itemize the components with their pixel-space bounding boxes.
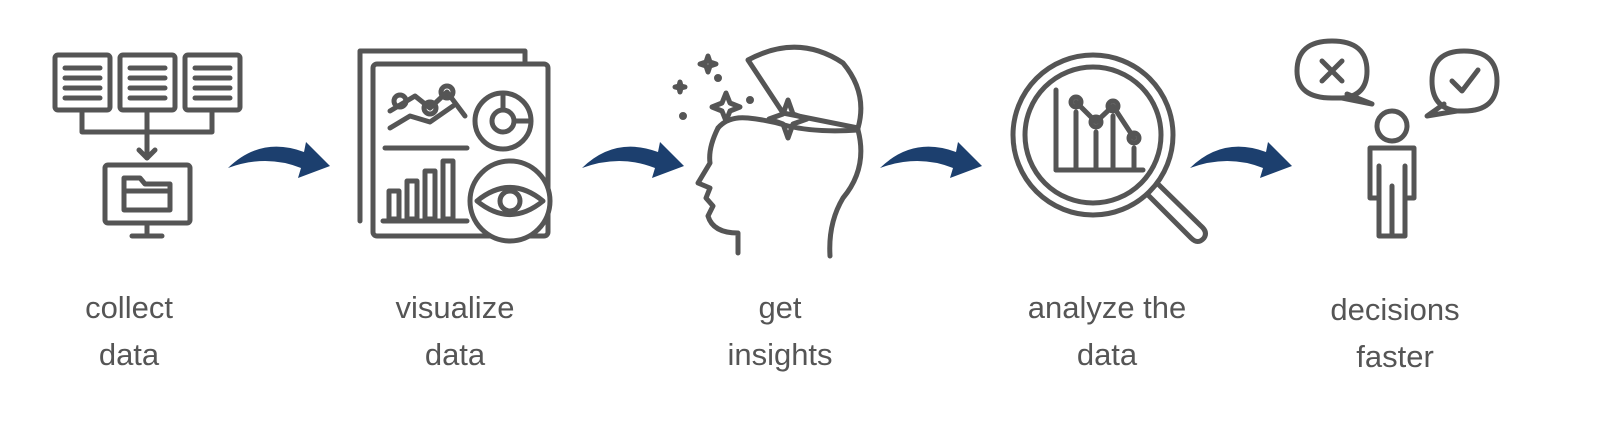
person-decision-bubbles-icon	[1292, 36, 1502, 246]
dashboard-charts-eye-icon	[355, 46, 560, 246]
curved-arrow-icon	[878, 138, 988, 178]
step-label-line1: get	[758, 290, 802, 325]
step-label-analyze-the-data: analyze the data	[997, 284, 1217, 378]
magnifier-chart-icon	[1008, 50, 1208, 250]
head-with-sparkles-icon	[668, 38, 868, 263]
step-label-decisions-faster: decisions faster	[1285, 286, 1505, 380]
curved-arrow-icon	[580, 138, 690, 178]
step-label-line1: analyze the	[1027, 290, 1187, 325]
step-label-line2: faster	[1356, 339, 1434, 374]
step-label-line1: visualize	[395, 290, 515, 325]
step-label-line2: data	[424, 337, 486, 372]
step-label-visualize-data: visualize data	[345, 284, 565, 378]
step-label-line1: decisions	[1330, 292, 1460, 327]
step-label-line1: collect	[85, 290, 173, 325]
step-label-collect-data: collect data	[19, 284, 239, 378]
documents-to-computer-icon	[50, 50, 250, 245]
curved-arrow-icon	[226, 138, 336, 178]
step-label-get-insights: get insights	[670, 284, 890, 378]
curved-arrow-icon	[1188, 138, 1298, 178]
step-label-line2: insights	[727, 337, 833, 372]
step-label-line2: data	[98, 337, 160, 372]
step-label-line2: data	[1076, 337, 1138, 372]
